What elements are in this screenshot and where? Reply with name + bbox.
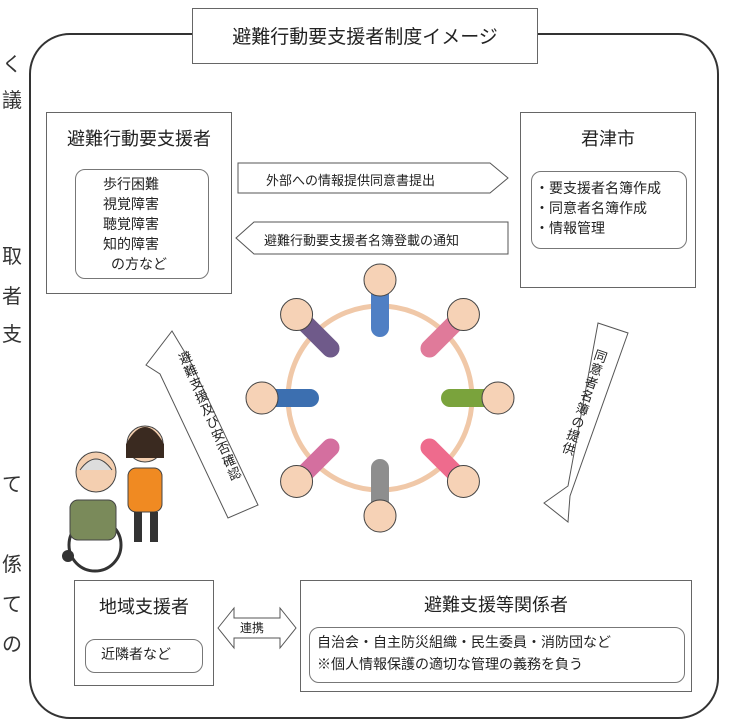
edge-glyph-8: て <box>2 592 22 616</box>
related-line2: ※個人情報保護の適切な管理の義務を負う <box>317 657 583 673</box>
target-item: 聴覚障害 <box>103 217 159 233</box>
edge-glyph-7: 係 <box>2 552 22 576</box>
target-item: の方など <box>111 257 167 273</box>
city-box: 君津市 ・要支援者名簿作成 ・同意者名簿作成 ・情報管理 <box>520 112 696 288</box>
target-box: 避難行動要支援者 歩行困難 視覚障害 聴覚障害 知的障害 の方など <box>46 112 232 294</box>
target-title: 避難行動要支援者 <box>67 129 211 150</box>
person-head <box>245 381 279 415</box>
edge-glyph-1: く <box>2 52 22 76</box>
local-supporter-box: 地域支援者 近隣者など <box>74 580 214 686</box>
target-bracket <box>75 169 209 279</box>
city-item: ・同意者名簿作成 <box>535 201 647 217</box>
city-list: ・要支援者名簿作成 ・同意者名簿作成 ・情報管理 <box>535 179 661 239</box>
city-bracket <box>531 171 687 249</box>
arrow-left-diag <box>145 330 259 519</box>
title-box: 避難行動要支援者制度イメージ <box>192 8 538 64</box>
arrow-consent <box>237 162 509 194</box>
local-supporter-item: 近隣者など <box>101 647 171 663</box>
edge-glyph-2: 議 <box>2 88 22 112</box>
target-item: 歩行困難 <box>103 177 159 193</box>
city-title: 君津市 <box>581 129 635 150</box>
edge-glyph-5: 支 <box>2 322 22 346</box>
person-head <box>363 499 397 533</box>
city-item: ・要支援者名簿作成 <box>535 181 661 197</box>
notice-label: 避難行動要支援者名簿登載の通知 <box>264 234 460 249</box>
people-circle <box>245 263 515 533</box>
edge-glyph-4: 者 <box>2 284 22 308</box>
edge-glyph-9: の <box>2 632 22 656</box>
person-head <box>363 263 397 297</box>
target-list: 歩行困難 視覚障害 聴覚障害 知的障害 の方など <box>103 175 167 275</box>
diagram-title: 避難行動要支援者制度イメージ <box>232 26 498 48</box>
arrow-right-diag <box>543 322 629 523</box>
related-bracket <box>309 627 685 683</box>
edge-glyph-6: て <box>2 472 22 496</box>
person-head <box>280 464 314 498</box>
person-head <box>481 381 515 415</box>
city-item: ・情報管理 <box>535 221 605 237</box>
person-head <box>446 298 480 332</box>
related-box: 避難支援等関係者 自治会・自主防災組織・民生委員・消防団など ※個人情報保護の適… <box>300 580 692 692</box>
target-item: 知的障害 <box>103 237 159 253</box>
person-head <box>446 464 480 498</box>
person-head <box>280 298 314 332</box>
arrow-notice <box>235 221 509 255</box>
local-supporter-title: 地域支援者 <box>99 597 189 618</box>
related-line1: 自治会・自主防災組織・民生委員・消防団など <box>317 635 611 651</box>
edge-glyph-3: 取 <box>2 244 22 268</box>
related-title: 避難支援等関係者 <box>424 595 568 616</box>
wheelchair-illustration <box>62 425 164 573</box>
consent-label: 外部への情報提供同意書提出 <box>266 174 436 189</box>
arrow-link <box>217 606 297 650</box>
link-label: 連携 <box>240 621 265 635</box>
local-supporter-bracket <box>85 639 203 673</box>
target-item: 視覚障害 <box>103 197 159 213</box>
